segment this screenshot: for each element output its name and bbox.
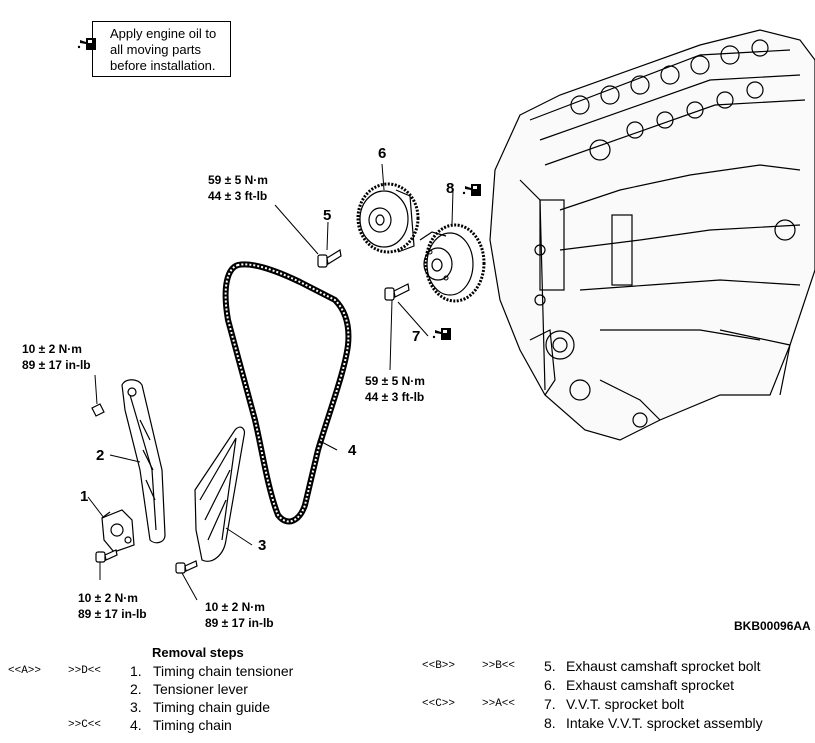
tensioner-lever-bolt: [91, 403, 105, 417]
oil-can-icon: [77, 38, 96, 50]
torque-spec-part-2: 10 ± 2 N·m 89 ± 17 in-lb: [22, 342, 91, 372]
part-number-3: 3: [258, 537, 267, 554]
torque-spec-part-1: 10 ± 2 N·m 89 ± 17 in-lb: [78, 591, 147, 621]
part-number-4: 4: [348, 442, 357, 459]
vvt-sprocket-bolt: [384, 283, 410, 301]
part-number-1: 1: [80, 488, 89, 505]
part-number-8: 8: [446, 180, 455, 197]
chain-guide-bolt: [175, 560, 198, 574]
torque-spec-part-5: 59 ± 5 N·m 44 ± 3 ft-lb: [208, 173, 268, 203]
tensioner-lever: [121, 379, 166, 544]
note-text: Apply engine oil to all moving parts bef…: [110, 26, 217, 73]
leader-lines: [87, 163, 454, 601]
oil-can-icon-part-7: [432, 328, 451, 340]
intake-vvt-sprocket-assembly: [419, 223, 486, 303]
part-number-7: 7: [412, 328, 421, 345]
tensioner-bolt: [95, 549, 118, 563]
torque-spec-part-7: 59 ± 5 N·m 44 ± 3 ft-lb: [365, 374, 425, 404]
exhaust-camshaft-sprocket: [356, 182, 420, 254]
part-number-2: 2: [96, 447, 105, 464]
figure-code: BKB00096AA: [734, 619, 811, 633]
torque-spec-part-3: 10 ± 2 N·m 89 ± 17 in-lb: [205, 600, 274, 630]
engine-block: [489, 29, 815, 441]
oil-can-icon-part-8: [462, 184, 481, 196]
timing-chain: [222, 261, 352, 525]
removal-steps-title: Removal steps: [152, 645, 244, 660]
exhaust-camshaft-sprocket-bolt: [317, 249, 342, 268]
part-number-6: 6: [378, 145, 387, 162]
timing-chain-tensioner: [101, 509, 135, 553]
timing-chain-guide: [194, 426, 245, 562]
part-number-5: 5: [323, 207, 332, 224]
